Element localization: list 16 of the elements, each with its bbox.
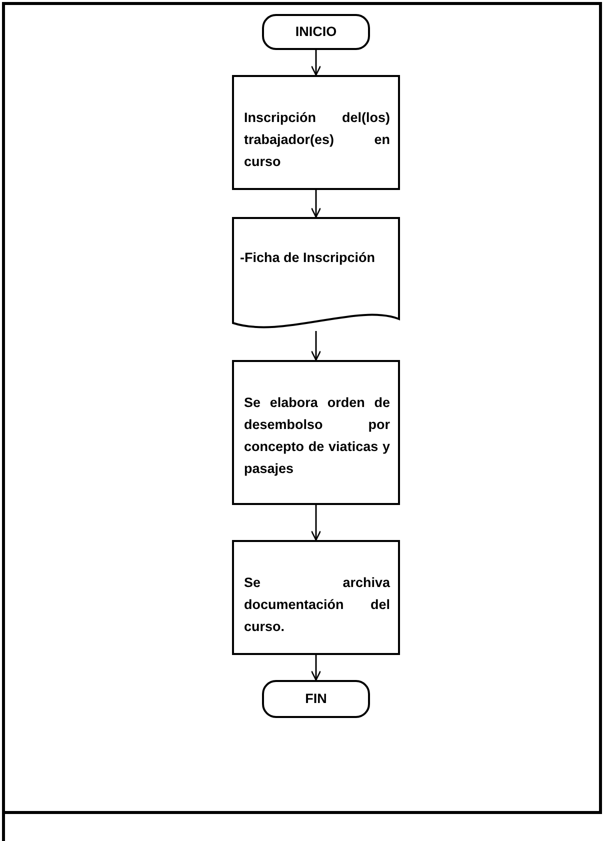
process-box bbox=[232, 75, 400, 190]
node-label: -Ficha de Inscripción bbox=[240, 249, 376, 267]
arrow bbox=[310, 505, 322, 541]
node-label: FIN bbox=[305, 690, 327, 708]
node-label: Se elabora orden de desembolso por concepto de viaticas y pasajes bbox=[244, 394, 390, 478]
arrow bbox=[310, 190, 322, 218]
node-label: Se archiva documentación del curso. bbox=[244, 574, 390, 636]
process-box bbox=[232, 540, 400, 655]
arrow bbox=[310, 331, 322, 361]
node-label: Inscripción del(los) trabajador(es) en curso bbox=[244, 109, 390, 171]
node-label: INICIO bbox=[295, 23, 337, 41]
process-box bbox=[232, 360, 400, 505]
terminator-shape bbox=[262, 680, 370, 718]
arrow bbox=[310, 50, 322, 76]
terminator-shape bbox=[262, 14, 370, 50]
arrow bbox=[310, 655, 322, 681]
